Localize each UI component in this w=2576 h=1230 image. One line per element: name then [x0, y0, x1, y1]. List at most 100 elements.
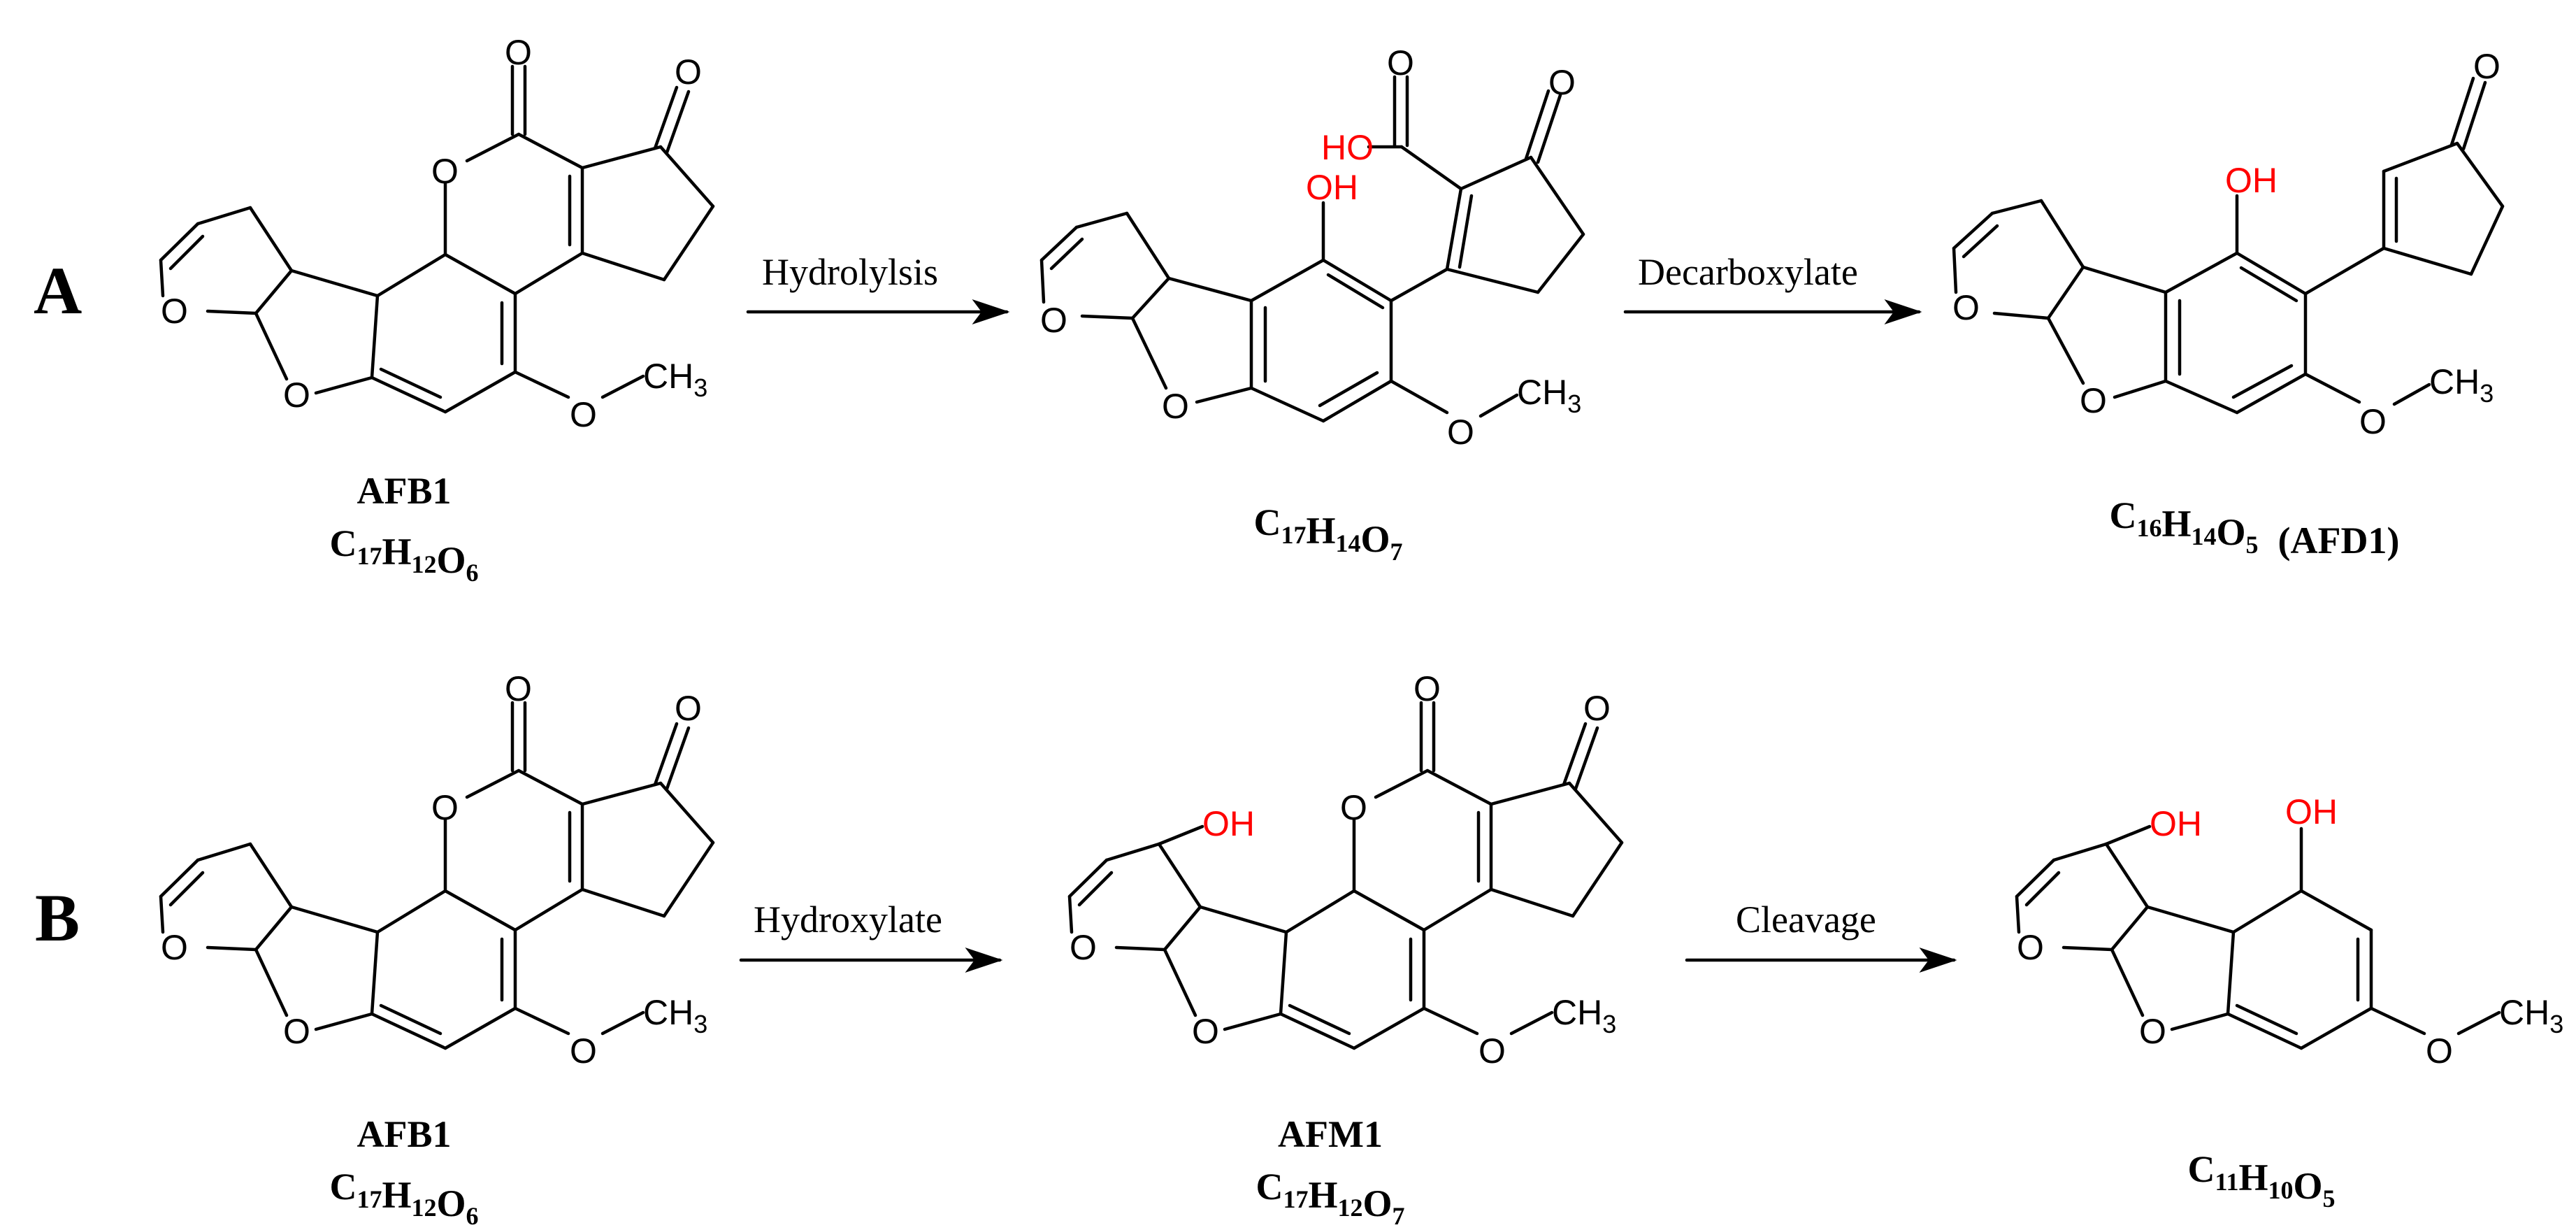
reaction-arrow-hydrolysis: Hydrolylsis [746, 251, 1010, 324]
formula-subscript: 12 [1338, 1194, 1363, 1222]
formula-element: C [2110, 494, 2137, 536]
atom-oxygen: O [1387, 43, 1414, 83]
formula-subscript: 6 [466, 559, 479, 587]
formula-element: H [382, 531, 411, 573]
atom-oxygen: O [1583, 689, 1611, 728]
compound-formula: C11H10O5 [2187, 1148, 2335, 1213]
atom-oxygen: O [431, 152, 459, 191]
compound-name: AFM1 [1278, 1113, 1383, 1155]
compound-formula: C17H12O6 [329, 1166, 478, 1230]
formula-subscript: 6 [466, 1202, 479, 1230]
reaction-arrow-decarboxylate: Decarboxylate [1623, 251, 1922, 324]
formula-subscript: 5 [2246, 531, 2259, 559]
formula-subscript: 12 [412, 550, 437, 578]
formula-subscript: 17 [1281, 521, 1306, 549]
atom-oxygen: O [161, 292, 188, 331]
atom-oxygen: O [1340, 788, 1367, 827]
formula-subscript: 12 [412, 1194, 437, 1222]
formula-subscript: 5 [2323, 1185, 2336, 1213]
formula-subscript: 14 [1336, 529, 1361, 557]
carboxyl-hydroxyl-group: HO [1321, 128, 1374, 167]
formula-subscript: 7 [1393, 1202, 1405, 1230]
methyl-group: CH3 [643, 357, 707, 402]
formula-subscript: 14 [2192, 522, 2217, 550]
formula-element: C [1253, 501, 1281, 543]
formula-subscript: 7 [1390, 538, 1403, 566]
formula-element: O [437, 1182, 466, 1224]
hydroxyl-group: OH [2225, 161, 2278, 200]
formula-element: H [1306, 510, 1335, 552]
atom-oxygen: O [2473, 47, 2501, 86]
label-b-afm1: AFM1 C17H12O7 [1255, 1113, 1404, 1230]
reaction-arrow-cleavage: Cleavage [1685, 899, 1957, 973]
methyl-group: CH3 [1552, 993, 1616, 1038]
hydroxyl-group: OH [1202, 804, 1255, 843]
formula-subscript: 17 [1283, 1185, 1308, 1213]
atom-oxygen: O [2017, 928, 2044, 967]
arrow-label-decarboxylate: Decarboxylate [1638, 251, 1858, 293]
formula-subscript: 17 [357, 542, 382, 570]
formula-element: O [1361, 518, 1390, 560]
formula-subscript: 10 [2268, 1176, 2294, 1204]
formula-element: O [1363, 1182, 1393, 1224]
hydrolysis-product-structure: O O O O O HO OH CH3 [1039, 43, 1585, 452]
methyl-group: CH3 [2499, 993, 2563, 1038]
atom-oxygen: O [1548, 63, 1576, 102]
label-b-afb1: AFB1 C17H12O6 [329, 1113, 478, 1230]
atom-oxygen: O [1070, 928, 1097, 967]
compound-formula: C17H12O6 [329, 522, 478, 587]
formula-element: C [329, 522, 357, 564]
formula-element: H [382, 1174, 411, 1216]
compound-suffix: (AFD1) [2278, 520, 2400, 562]
reaction-arrow-hydroxylate: Hydroxylate [739, 899, 1003, 973]
formula-subscript: 11 [2215, 1168, 2238, 1196]
atom-oxygen: O [2080, 381, 2107, 420]
compound-name: AFB1 [357, 1113, 452, 1155]
atom-oxygen: O [1192, 1012, 1219, 1051]
hydroxyl-group: OH [2285, 792, 2338, 831]
atom-oxygen: O [1162, 387, 1189, 426]
atom-oxygen: O [505, 33, 532, 72]
atom-oxygen: O [2139, 1012, 2166, 1051]
arrow-label-hydroxylate: Hydroxylate [754, 899, 942, 941]
panel-label-a: A [34, 253, 82, 328]
formula-element: H [1308, 1174, 1337, 1216]
atom-oxygen: O [2359, 402, 2387, 441]
atom-oxygen: O [1040, 301, 1067, 340]
label-a-c17h14o7: C17H14O7 [1253, 501, 1402, 566]
atom-oxygen: O [1413, 669, 1441, 708]
compound-formula: C17H14O7 [1253, 501, 1402, 566]
atom-oxygen: O [1952, 288, 1980, 327]
afb1-structure: O O O O O O CH3 [159, 33, 715, 434]
methyl-group: CH3 [1517, 373, 1581, 418]
formula-element: H [2162, 503, 2192, 545]
formula-element: O [2294, 1165, 2323, 1207]
afd1-structure: O O O O OH CH3 [1952, 47, 2505, 441]
atom-oxygen: O [570, 395, 597, 434]
compound-name: AFB1 [357, 470, 452, 512]
hydroxyl-group: OH [1306, 168, 1358, 207]
formula-subscript: 16 [2137, 514, 2162, 542]
formula-element: H [2238, 1157, 2268, 1199]
cleavage-product-structure: O O O OH OH CH3 [2015, 792, 2563, 1071]
atom-oxygen: O [283, 376, 310, 415]
atom-oxygen: O [2426, 1031, 2453, 1071]
arrow-label-hydrolysis: Hydrolylsis [762, 251, 938, 293]
atom-oxygen: O [1478, 1031, 1506, 1071]
formula-element: C [2187, 1148, 2215, 1190]
formula-subscript: 17 [357, 1185, 382, 1213]
compound-formula: C17H12O7 [1255, 1166, 1404, 1230]
formula-element: O [2217, 511, 2246, 553]
label-a-afd1: C16H14O5 (AFD1) [2110, 494, 2400, 562]
formula-element: C [1255, 1166, 1283, 1208]
panel-label-b: B [35, 880, 80, 955]
afm1-structure: O O O O O O OH CH3 [1067, 669, 1624, 1071]
label-b-c11h10o5: C11H10O5 [2187, 1148, 2335, 1213]
formula-element: O [437, 539, 466, 581]
arrow-label-cleavage: Cleavage [1736, 899, 1876, 941]
formula-element: C [329, 1166, 357, 1208]
atom-oxygen: O [1447, 413, 1474, 452]
compound-formula: C16H14O5 (AFD1) [2110, 494, 2400, 562]
methyl-group: CH3 [2429, 362, 2494, 408]
